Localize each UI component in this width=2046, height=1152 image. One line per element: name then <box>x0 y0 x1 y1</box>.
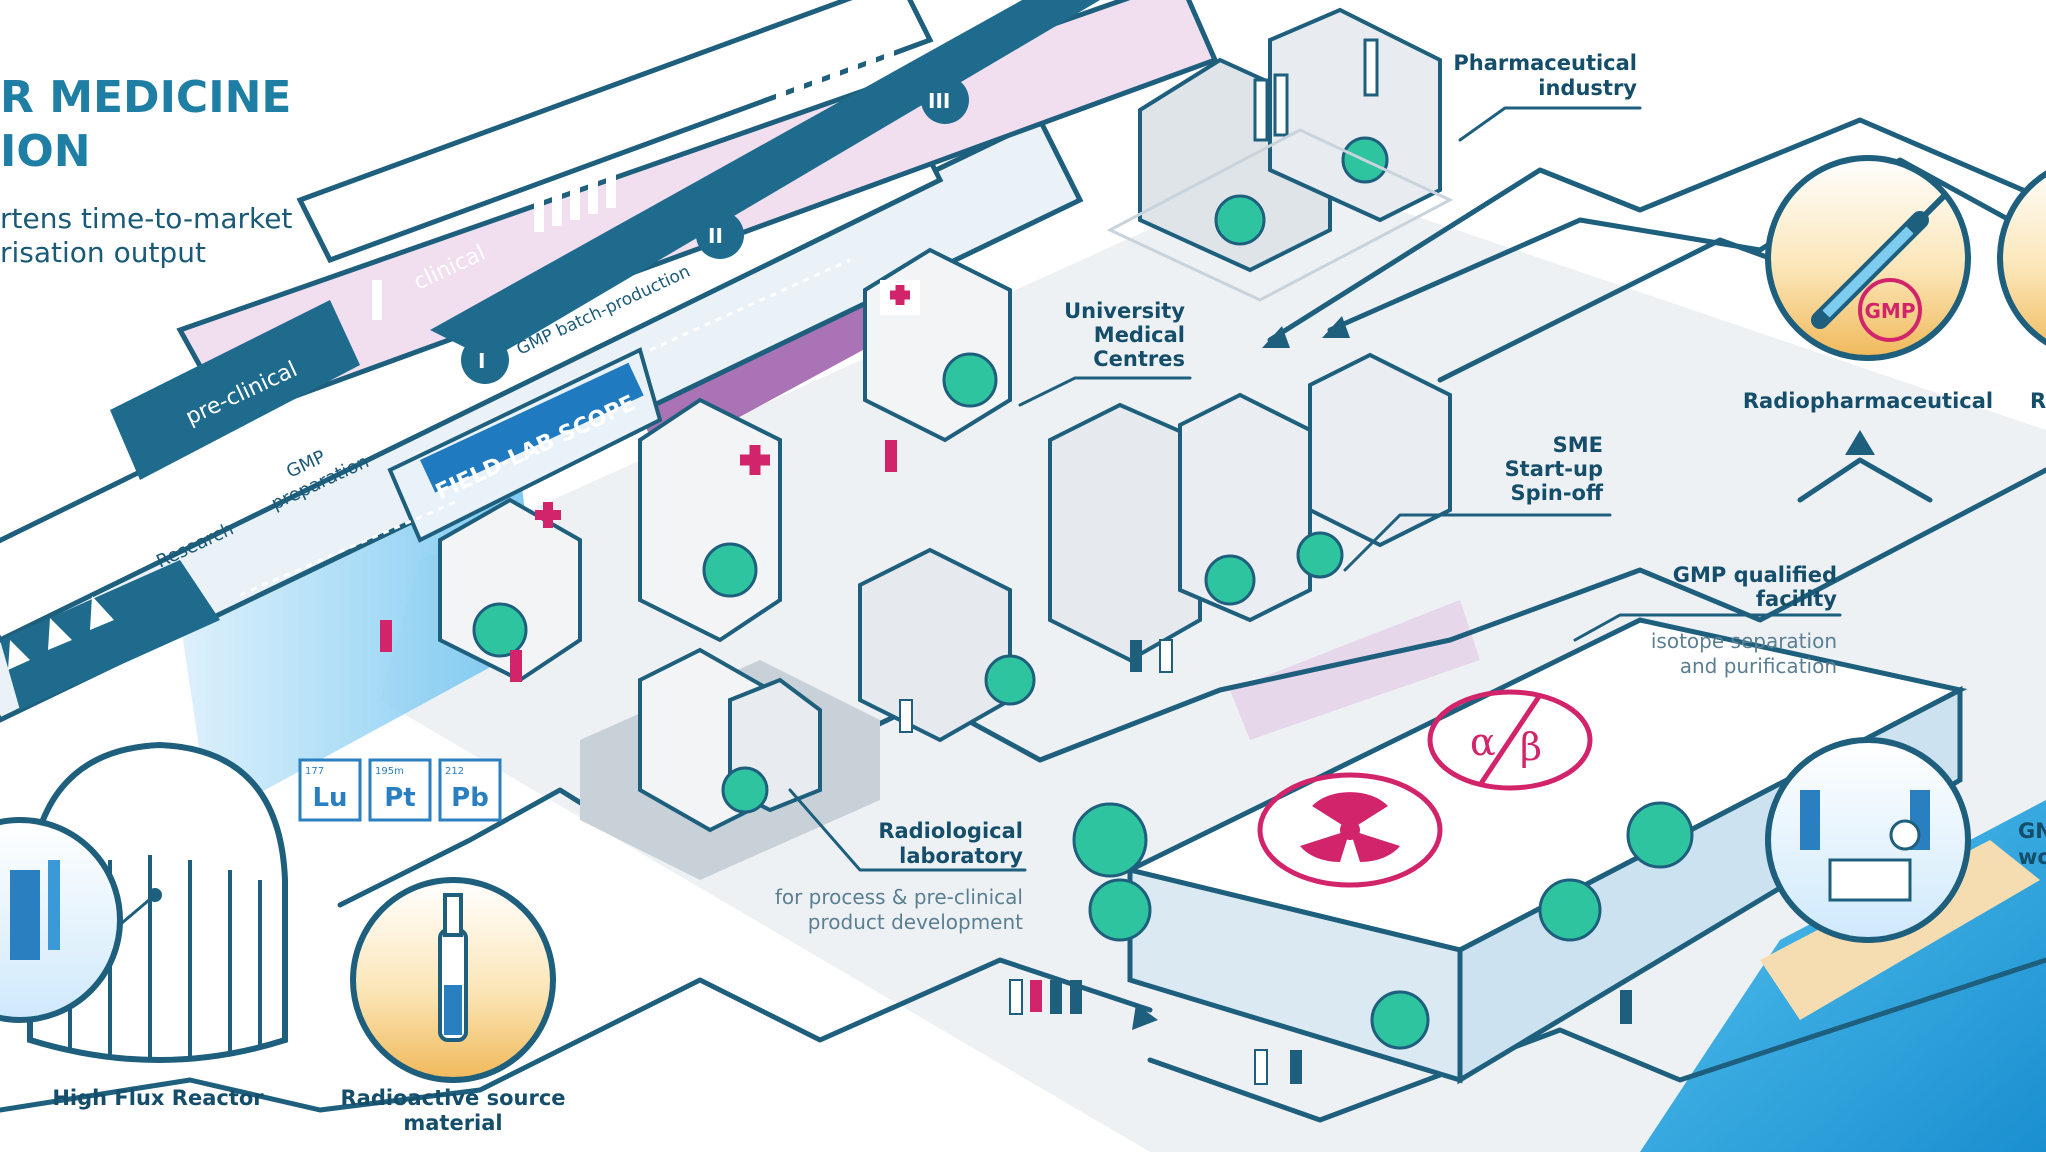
sme-label-2: Start-up <box>1505 457 1603 481</box>
pharmaceutical-label: Pharmaceutical industry <box>1453 51 1642 142</box>
phase-1: I <box>478 349 485 373</box>
upper-tube <box>296 0 934 264</box>
gmp-facility-sub-2: and purification <box>1680 654 1837 678</box>
umc-label-3: Centres <box>1093 347 1185 371</box>
subtitle-line-2: risation output <box>0 236 206 269</box>
radlab-sub-1: for process & pre-clinical <box>775 885 1023 909</box>
source-label-2: material <box>403 1111 502 1135</box>
reactor-label: High Flux Reactor <box>52 1086 264 1110</box>
source-label-1: Radioactive source <box>340 1086 565 1110</box>
title-line-2: ION <box>0 126 91 177</box>
alpha-symbol: α <box>1470 720 1496 764</box>
next-circle-label: R <box>2030 389 2046 413</box>
gmp-facility-building: α β <box>1072 617 1968 1085</box>
pre-clinical-band <box>110 300 360 480</box>
gmp-facility-label: GMP qualified facility isotope separatio… <box>1573 563 1842 678</box>
element-mass: 195m <box>375 766 404 777</box>
element-box <box>368 758 432 822</box>
radlab-label-1: Radiological <box>878 819 1023 843</box>
radlab-label-2: laboratory <box>899 844 1023 868</box>
radiopharmaceutical-label: Radiopharmaceutical <box>1743 389 1993 413</box>
phase-2: II <box>708 224 723 248</box>
radlab-sub-2: product development <box>808 910 1023 934</box>
sme-label: SME Start-up Spin-off <box>1343 433 1612 572</box>
next-circle-edge: R <box>1997 170 2046 413</box>
gmp-workstation-icon: GN wo <box>1765 737 2046 943</box>
university-medical-centres <box>438 247 1012 683</box>
radiopharmaceutical-icon: GMP <box>1765 155 1971 361</box>
element-symbol: Pb <box>451 783 489 813</box>
people-icons <box>372 24 894 320</box>
header: R MEDICINE ION rtens time-to-market risa… <box>0 72 292 269</box>
element-mass: 212 <box>445 766 464 777</box>
beta-symbol: β <box>1520 725 1542 769</box>
element-mass: 177 <box>305 766 324 777</box>
pharmaceutical-industry-buildings <box>1106 7 1454 302</box>
pharma-label-1: Pharmaceutical <box>1453 51 1637 75</box>
arrow-band <box>0 560 220 710</box>
gmp-stamp-text: GMP <box>1865 299 1916 323</box>
radioactive-source-icon <box>350 877 556 1083</box>
gmp-facility-sub-1: isotope separation <box>1651 629 1837 653</box>
pharma-label-2: industry <box>1538 76 1637 100</box>
radlab-label: Radiological laboratory for process & pr… <box>775 788 1027 934</box>
high-flux-reactor <box>0 741 288 1063</box>
sme-label-3: Spin-off <box>1511 481 1604 505</box>
gmp-facility-label-2: facility <box>1756 587 1837 611</box>
sme-buildings <box>858 352 1452 743</box>
umc-label: University Medical Centres <box>1018 299 1192 407</box>
element-symbol: Lu <box>312 783 347 813</box>
subtitle-line-1: rtens time-to-market <box>0 202 292 235</box>
title-line-1: R MEDICINE <box>0 72 291 123</box>
element-symbol: Pt <box>384 783 415 813</box>
gmp-work-label-2: wo <box>2018 845 2046 869</box>
sme-label-1: SME <box>1553 433 1603 457</box>
radiological-laboratory-building <box>580 647 880 880</box>
phase-3: III <box>928 89 950 113</box>
element-box <box>298 758 362 822</box>
element-box <box>438 758 502 822</box>
umc-label-1: University <box>1064 299 1185 323</box>
people <box>380 440 1632 1085</box>
gmp-work-label-1: GN <box>2018 819 2046 843</box>
pipeline <box>0 0 1219 723</box>
gmp-facility-label-1: GMP qualified <box>1673 563 1837 587</box>
umc-label-2: Medical <box>1094 323 1185 347</box>
